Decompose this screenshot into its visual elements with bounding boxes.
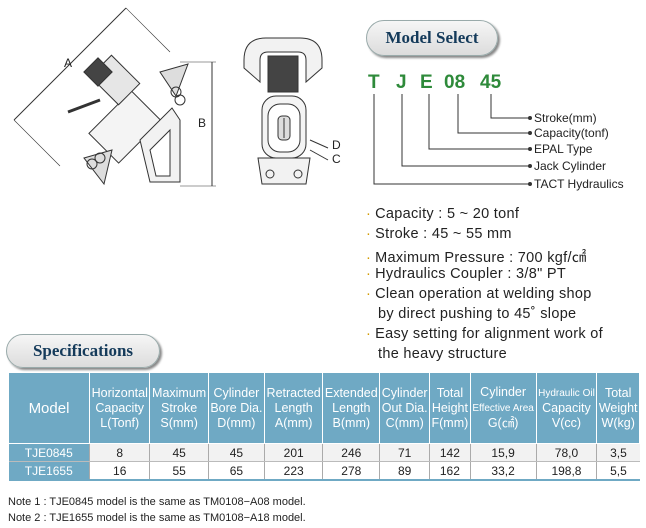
spec-easy-setting: ·Easy setting for alignment work of	[366, 326, 603, 342]
cell-value: 142	[429, 443, 471, 462]
cell-value: 55	[149, 461, 209, 481]
code-capacity: 08	[444, 72, 466, 93]
code-j: J	[396, 72, 407, 93]
spec-clean-op: ·Clean operation at welding shop	[366, 286, 592, 302]
spec-clean-op-cont: by direct pushing to 45˚ slope	[378, 306, 577, 322]
spec-coupler: ·Hydraulics Coupler : 3/8" PT	[366, 266, 566, 282]
legend-epal: EPAL Type	[534, 142, 593, 156]
cell-value: 71	[379, 443, 430, 462]
cell-value: 223	[263, 461, 323, 481]
code-e: E	[420, 72, 433, 93]
jack-technical-drawing	[13, 7, 329, 187]
cell-value: 246	[322, 443, 380, 462]
cell-value: 198,8	[535, 461, 597, 481]
table-row: TJE0845 8 45 45 201 246 71 142 15,9 78,0…	[8, 443, 640, 462]
spec-stroke: ·Stroke : 45 ~ 55 mm	[366, 226, 512, 242]
model-select-leader-lines	[373, 94, 532, 186]
cell-value: 33,2	[469, 461, 537, 481]
note-2: Note 2 : TJE1655 model is the same as TM…	[8, 512, 306, 524]
cell-value: 65	[207, 461, 265, 481]
code-stroke: 45	[480, 72, 502, 93]
dim-c-label: C	[332, 152, 341, 166]
legend-tact: TACT Hydraulics	[534, 177, 624, 191]
note-1: Note 1 : TJE0845 model is the same as TM…	[8, 496, 306, 508]
cell-model: TJE1655	[8, 461, 90, 481]
cell-model: TJE0845	[8, 443, 90, 462]
cell-value: 162	[429, 461, 471, 481]
specifications-title: Specifications	[6, 334, 160, 368]
legend-stroke: Stroke(mm)	[534, 111, 597, 125]
cell-value: 8	[88, 443, 150, 462]
legend-jack: Jack Cylinder	[534, 159, 607, 173]
legend-capacity: Capacity(tonf)	[534, 126, 609, 140]
cell-value: 5,5	[596, 461, 640, 481]
spec-easy-setting-cont: the heavy structure	[378, 346, 508, 362]
cell-value: 201	[263, 443, 323, 462]
cell-value: 3,5	[596, 443, 640, 462]
dim-d-label: D	[332, 138, 341, 152]
spec-pressure: ·Maximum Pressure : 700 kgf/㎠	[366, 250, 587, 266]
cell-value: 89	[379, 461, 430, 481]
model-select-title: Model Select	[366, 20, 498, 56]
code-t: T	[368, 72, 380, 93]
table-row: TJE1655 16 55 65 223 278 89 162 33,2 198…	[8, 461, 640, 481]
cell-value: 78,0	[535, 443, 597, 462]
cell-value: 278	[322, 461, 380, 481]
spec-capacity: ·Capacity : 5 ~ 20 tonf	[366, 206, 520, 222]
cell-value: 16	[88, 461, 150, 481]
header-model: Model	[8, 372, 90, 444]
cell-value: 45	[149, 443, 209, 462]
cell-value: 15,9	[469, 443, 537, 462]
cell-value: 45	[207, 443, 265, 462]
dim-b-label: B	[198, 116, 207, 130]
dim-a-label: A	[64, 56, 73, 70]
